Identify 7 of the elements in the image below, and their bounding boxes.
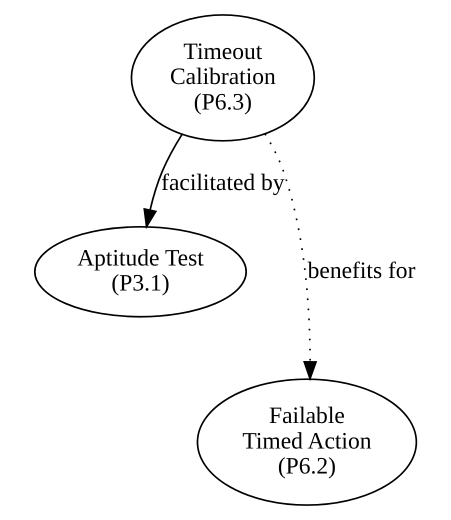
edge-label: benefits for	[308, 258, 416, 284]
node-ellipse: Timeout Calibration (P6.3)	[130, 14, 316, 142]
edge-label: facilitated by	[161, 170, 285, 196]
node-ellipse: Failable Timed Action (P6.2)	[196, 378, 418, 506]
arrow	[143, 134, 183, 230]
arrow	[264, 133, 318, 382]
node-ellipse: Aptitude Test (P3.1)	[34, 226, 248, 318]
